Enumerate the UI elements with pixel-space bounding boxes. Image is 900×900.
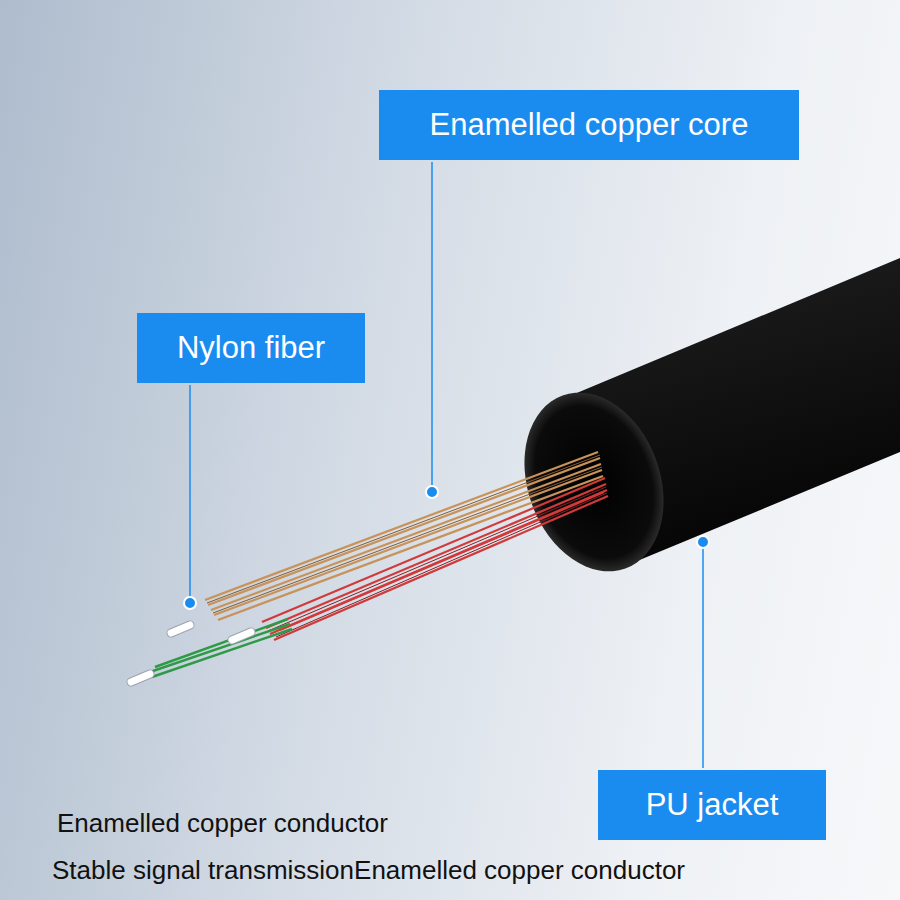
callout-text: Nylon fiber <box>177 331 325 365</box>
feature-caption: Stable signal transmissionEnamelled copp… <box>52 856 685 886</box>
feature-caption: Enamelled copper conductor <box>57 809 388 839</box>
copper-strand-shade <box>207 455 602 613</box>
leader-dots <box>184 486 709 609</box>
callout-box: Nylon fiber <box>137 313 365 383</box>
copper-strands <box>205 452 603 620</box>
leader-lines <box>190 162 703 768</box>
callout-box: PU jacket <box>598 770 826 840</box>
red-strand-shade <box>268 487 607 637</box>
callout-box: Enamelled copper core <box>379 90 799 160</box>
green-strands <box>150 619 292 677</box>
callout-text: PU jacket <box>646 788 779 822</box>
nylon-tip-outline <box>131 625 251 682</box>
nylon-tips <box>131 625 251 682</box>
callout-text: Enamelled copper core <box>430 108 749 142</box>
